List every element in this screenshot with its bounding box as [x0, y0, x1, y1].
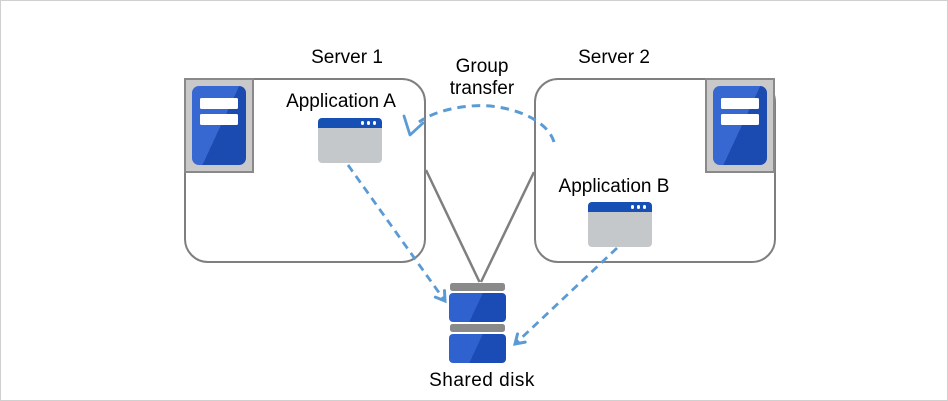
- server1-label: Server 1: [311, 47, 383, 68]
- window-titlebar: [588, 202, 652, 212]
- window-dot-icon: [630, 205, 634, 209]
- server-slot-icon: [200, 98, 238, 109]
- application-b-label: Application B: [558, 176, 670, 197]
- window-dot-icon: [642, 205, 646, 209]
- disk-platter-icon: [449, 334, 506, 363]
- group-transfer-label: Group transfer: [449, 56, 515, 99]
- disk-cap-icon: [450, 283, 505, 291]
- shared-disk-label: Shared disk: [429, 370, 535, 391]
- server1-icon: [184, 78, 254, 173]
- shared-disk-icon: [449, 283, 506, 365]
- server2-to-disk-line: [479, 171, 536, 283]
- server-tower-icon: [192, 86, 246, 165]
- server-slot-icon: [721, 98, 759, 109]
- server-slot-icon: [200, 114, 238, 125]
- disk-platter-icon: [449, 293, 506, 322]
- server2-box: [534, 78, 776, 263]
- server1-to-disk-line: [424, 169, 481, 283]
- server2-icon: [705, 78, 775, 173]
- disk-cap-icon: [450, 324, 505, 332]
- window-dot-icon: [360, 121, 364, 125]
- server-slot-icon: [721, 114, 759, 125]
- application-b-window-icon: [588, 202, 652, 247]
- window-dot-icon: [636, 205, 640, 209]
- server2-label: Server 2: [578, 47, 650, 68]
- window-dot-icon: [366, 121, 370, 125]
- window-dot-icon: [372, 121, 376, 125]
- application-a-window-icon: [318, 118, 382, 163]
- window-titlebar: [318, 118, 382, 128]
- application-a-label: Application A: [286, 91, 396, 112]
- server-tower-icon: [713, 86, 767, 165]
